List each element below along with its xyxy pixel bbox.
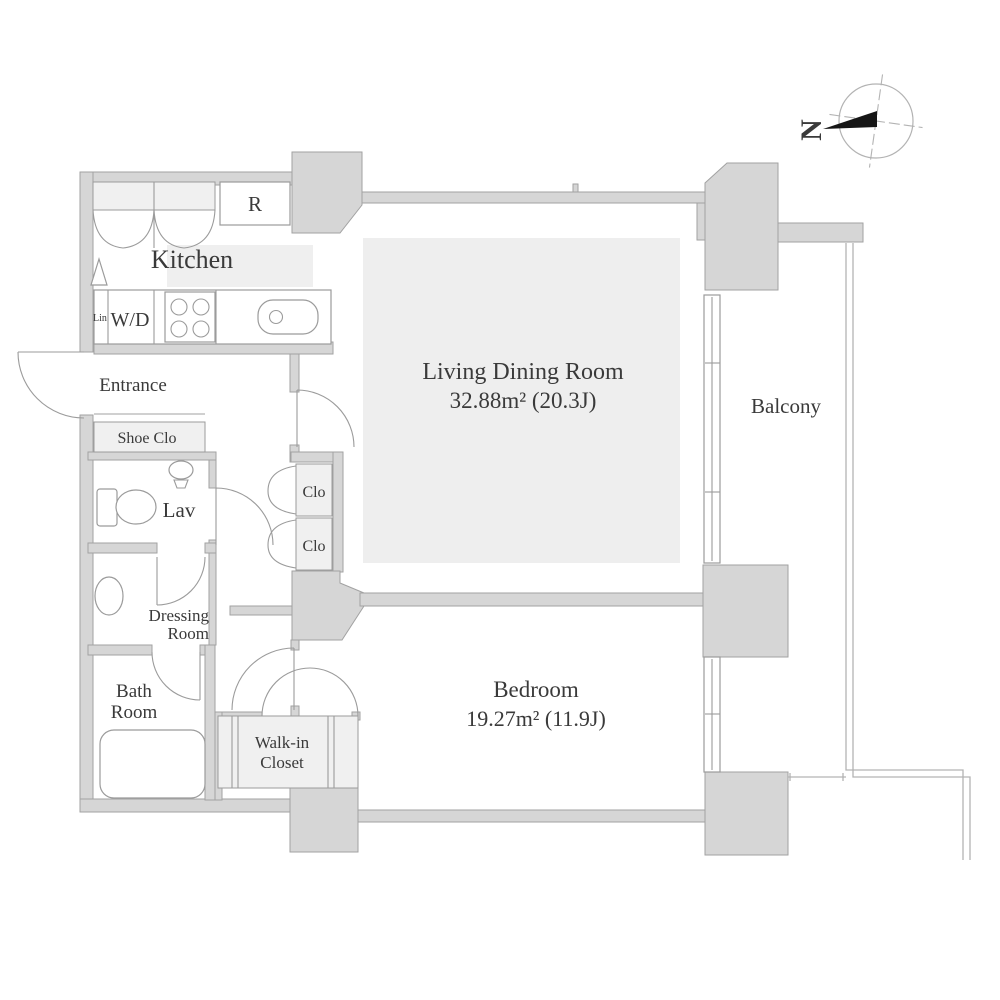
compass-north-label: N [795,119,828,141]
bath-room-label-line2: Room [111,702,158,723]
wall-dressing-east [208,552,217,646]
burner-2 [192,298,210,316]
sanitary-fixtures [94,460,206,799]
kitchen-fittings [90,181,332,345]
railing-inner-line [845,243,964,860]
shoe-closet-label: Shoe Clo [117,430,176,447]
lav-door-swing [215,487,274,546]
compass-circle [838,83,914,159]
wall-bedroom-door-jamb-top [290,639,300,651]
burner-1 [170,298,188,316]
wall-lav-dressing-left [87,542,158,554]
wall-ldr-top [351,191,706,204]
wall-bath-east [204,644,216,801]
kitchen-sink [257,299,319,335]
entrance-label: Entrance [99,375,167,396]
closet-bifold-doors [267,465,297,569]
wall-left-lower [79,414,94,813]
column-mid-left [291,570,365,641]
lavatory-label: Lav [163,498,196,522]
kitchen-counter-shade [167,245,313,287]
refrigerator-label: R [248,192,262,216]
column-top-middle [291,151,363,234]
closet-upper-box [295,463,333,517]
column-top-right [704,162,779,291]
wall-ldr-bedroom [359,592,706,607]
bathtub [99,729,206,799]
wall-hall-bottom [229,605,293,616]
walk-in-closet-label-line2: Closet [260,753,304,772]
closet-lower-box [295,517,333,571]
burner-4 [192,320,210,338]
balcony-railing [788,243,971,860]
balcony-label: Balcony [751,394,821,418]
wall-hall-west-a [289,353,300,393]
walls [79,151,864,856]
bedroom-label: Bedroom [493,677,579,702]
area-fills [167,238,680,563]
dressing-room-label-line2: Room [167,624,209,643]
bedroom-door-swing [231,647,295,711]
dressing-room-label-line1: Dressing [149,606,210,625]
column-mid-right [702,564,789,658]
lav-hand-basin [168,460,194,480]
water-heater-symbol [90,256,108,286]
wall-lav-dressing-right [204,542,217,554]
walk-in-closet-door-swing [261,667,359,717]
bath-door-swing [151,651,201,701]
room-labels: Kitchen R Lin W/D Entrance Shoe Clo Lav … [93,192,821,772]
closet-upper-label: Clo [302,484,325,501]
washer-dryer-label: W/D [111,309,150,331]
compass: N [795,74,923,168]
washbasin [94,576,124,616]
linen-label: Lin [93,313,107,324]
column-bottom-right [704,771,789,856]
wall-ldr-top-tick [572,183,579,193]
north-arrow-icon [823,111,877,129]
bedroom-area: 19.27m² (11.9J) [466,706,606,731]
refrigerator-box [219,181,291,226]
lav-basin-stand [173,479,189,489]
sink-drain [268,309,284,325]
wall-closet-right [332,451,344,573]
dressing-door-swing [156,556,206,606]
storage-boxes [93,421,359,789]
closet-lower-label: Clo [302,538,325,555]
wall-bedroom-bottom [357,809,706,823]
cabinet-door-swings [92,209,216,249]
wall-balcony-top [777,222,864,243]
column-bottom-left [289,781,359,853]
windows [703,294,721,773]
bath-room-label-line1: Bath [116,681,152,702]
railing-outer-line [852,243,971,860]
walk-in-closet-label-line1: Walk-in [255,733,310,752]
living-dining-room-label: Living Dining Room [422,359,624,385]
wall-left-upper [79,171,94,353]
toilet-tank [96,488,118,527]
living-room-rug [363,238,680,563]
wall-lav-top [87,451,217,461]
walk-in-closet-box [217,715,359,789]
stove [164,291,216,343]
kitchen-label: Kitchen [151,245,233,274]
shoe-closet-box [93,421,206,453]
living-room-door-swing [296,389,355,448]
doors [17,351,359,717]
living-dining-room-area: 32.88m² (20.3J) [450,388,597,413]
wall-bottom-left [79,798,293,813]
entry-door-swing [17,351,85,419]
toilet-bowl [115,489,157,525]
burner-3 [170,320,188,338]
wall-dressing-bath-left [87,644,153,656]
